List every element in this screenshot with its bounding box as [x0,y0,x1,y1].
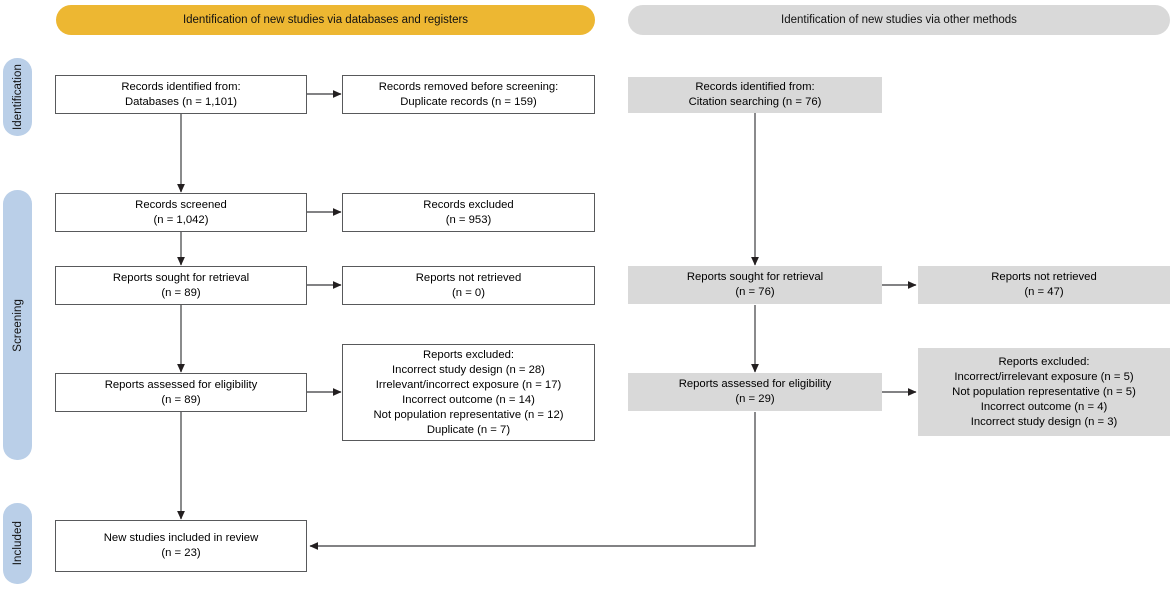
text-line: Records excluded [423,198,514,211]
box-new-studies-included-lines: New studies included in review (n = 23) [60,531,302,561]
box-other-reports-sought-lines: Reports sought for retrieval (n = 76) [632,270,878,300]
text-line: (n = 47) [1024,286,1064,298]
text-line: Reports not retrieved [991,271,1097,283]
box-other-reports-not-retrieved-lines: Reports not retrieved (n = 47) [922,270,1166,300]
text-line: (n = 76) [735,286,775,298]
text-line: (n = 29) [735,393,775,405]
box-reports-excluded-lines: Reports excluded: Incorrect study design… [347,348,590,438]
text-line: (n = 0) [452,286,485,299]
box-reports-assessed-lines: Reports assessed for eligibility (n = 89… [60,378,302,408]
text-line: Reports excluded: [998,355,1090,368]
box-other-records-identified: Records identified from: Citation search… [628,77,882,113]
box-reports-sought-lines: Reports sought for retrieval (n = 89) [60,271,302,301]
box-reports-not-retrieved-lines: Reports not retrieved (n = 0) [347,271,590,301]
header-other-methods: Identification of new studies via other … [628,5,1170,35]
text-line: Reports not retrieved [415,271,522,284]
text-line: Irrelevant/incorrect exposure (n = 17) [375,378,562,391]
text-line: Records identified from: [121,80,241,93]
box-new-studies-included: New studies included in review (n = 23) [55,520,307,572]
text-line: Records screened [135,198,227,211]
box-records-screened: Records screened (n = 1,042) [55,193,307,232]
stage-label-included: Included [3,503,32,584]
text-line: Incorrect outcome (n = 4) [980,400,1108,413]
header-databases-registers-text: Identification of new studies via databa… [182,14,469,26]
text-line: Reports excluded: [422,348,515,361]
stage-label-identification-text: Identification [11,64,24,130]
text-line: (n = 89) [161,286,201,299]
box-records-removed-lines: Records removed before screening: Duplic… [347,80,590,110]
box-records-screened-lines: Records screened (n = 1,042) [60,198,302,228]
box-other-reports-excluded-lines: Reports excluded: Incorrect/irrelevant e… [922,355,1166,430]
box-reports-excluded: Reports excluded: Incorrect study design… [342,344,595,441]
text-line: (n = 23) [161,547,201,559]
box-reports-sought: Reports sought for retrieval (n = 89) [55,266,307,305]
text-line: Incorrect/irrelevant exposure (n = 5) [954,370,1134,383]
text-line: Databases (n = 1,101) [124,95,238,108]
text-line: Incorrect study design (n = 3) [970,415,1118,428]
text-line: Reports sought for retrieval [112,271,250,284]
text-line: Citation searching (n = 76) [688,96,822,108]
box-other-reports-assessed-lines: Reports assessed for eligibility (n = 29… [632,377,878,407]
text-line: Reports sought for retrieval [686,271,824,283]
text-line: (n = 953) [445,213,492,226]
text-line: Incorrect study design (n = 28) [392,363,545,376]
stage-label-identification: Identification [3,58,32,136]
text-line: Not population representative (n = 5) [952,385,1136,398]
text-line: Duplicate (n = 7) [426,423,511,436]
box-records-excluded: Records excluded (n = 953) [342,193,595,232]
text-line: Duplicate records (n = 159) [400,95,537,108]
box-records-removed: Records removed before screening: Duplic… [342,75,595,114]
box-reports-assessed: Reports assessed for eligibility (n = 89… [55,373,307,412]
box-other-reports-not-retrieved: Reports not retrieved (n = 47) [918,266,1170,304]
text-line: (n = 1,042) [153,213,209,226]
stage-label-screening-text: Screening [11,298,24,352]
box-other-reports-excluded: Reports excluded: Incorrect/irrelevant e… [918,348,1170,436]
text-line: Incorrect outcome (n = 14) [402,393,535,406]
text-line: Reports assessed for eligibility [678,378,832,390]
box-records-identified-lines: Records identified from: Databases (n = … [60,80,302,110]
text-line: Not population representative (n = 12) [373,408,564,421]
stage-label-screening: Screening [3,190,32,460]
box-records-identified: Records identified from: Databases (n = … [55,75,307,114]
text-line: New studies included in review [103,532,259,544]
text-line: (n = 89) [161,393,201,406]
stage-label-included-text: Included [11,521,24,566]
box-records-excluded-lines: Records excluded (n = 953) [347,198,590,228]
box-other-records-identified-lines: Records identified from: Citation search… [632,80,878,110]
box-reports-not-retrieved: Reports not retrieved (n = 0) [342,266,595,305]
text-line: Records identified from: [695,81,815,93]
header-databases-registers: Identification of new studies via databa… [56,5,595,35]
header-other-methods-text: Identification of new studies via other … [781,14,1017,26]
text-line: Records removed before screening: [378,80,559,93]
box-other-reports-sought: Reports sought for retrieval (n = 76) [628,266,882,304]
text-line: Reports assessed for eligibility [104,378,258,391]
box-other-reports-assessed: Reports assessed for eligibility (n = 29… [628,373,882,411]
